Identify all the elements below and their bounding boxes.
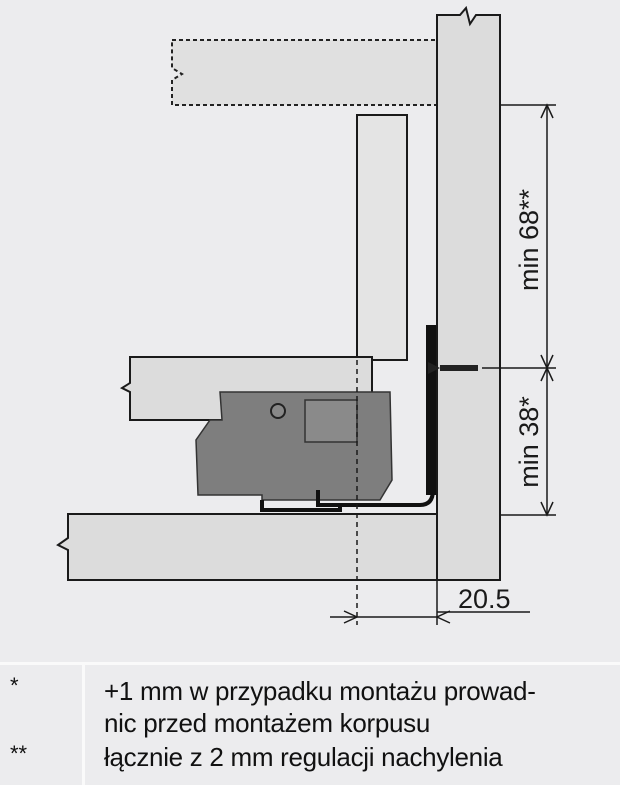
- runner-rail: [304, 399, 358, 443]
- dimension-lower-label: min 38*: [514, 396, 544, 488]
- runner-screw: [270, 403, 286, 419]
- drawer-runner-mounting-diagram: min 68** min 38* 20.5: [56, 5, 556, 625]
- horizontal-dimension: [330, 360, 530, 625]
- column-divider: [82, 665, 85, 785]
- top-panel-dashed: [171, 39, 438, 106]
- drawer-side: [356, 114, 408, 361]
- runner-body: [195, 391, 393, 501]
- vertical-dimension: [482, 103, 556, 517]
- cabinet-bottom-panel: [56, 513, 438, 581]
- dimension-upper-label: min 68**: [514, 188, 544, 291]
- cabinet-side-panel: [436, 5, 501, 581]
- footnotes-table: * +1 mm w przypadku montażu prowad- nic …: [0, 662, 620, 785]
- screw: [428, 362, 478, 374]
- mounting-bracket: [426, 325, 436, 495]
- footnote-mark-1: *: [10, 673, 19, 698]
- footnote-2-line-1: łącznie z 2 mm regulacji nachylenia: [104, 742, 503, 772]
- footnote-1-line-1: +1 mm w przypadku montażu prowad-: [104, 676, 536, 706]
- footnote-1-line-2: nic przed montażem korpusu: [104, 708, 431, 738]
- dimension-offset-label: 20.5: [458, 584, 511, 614]
- footnote-mark-2: **: [10, 741, 28, 766]
